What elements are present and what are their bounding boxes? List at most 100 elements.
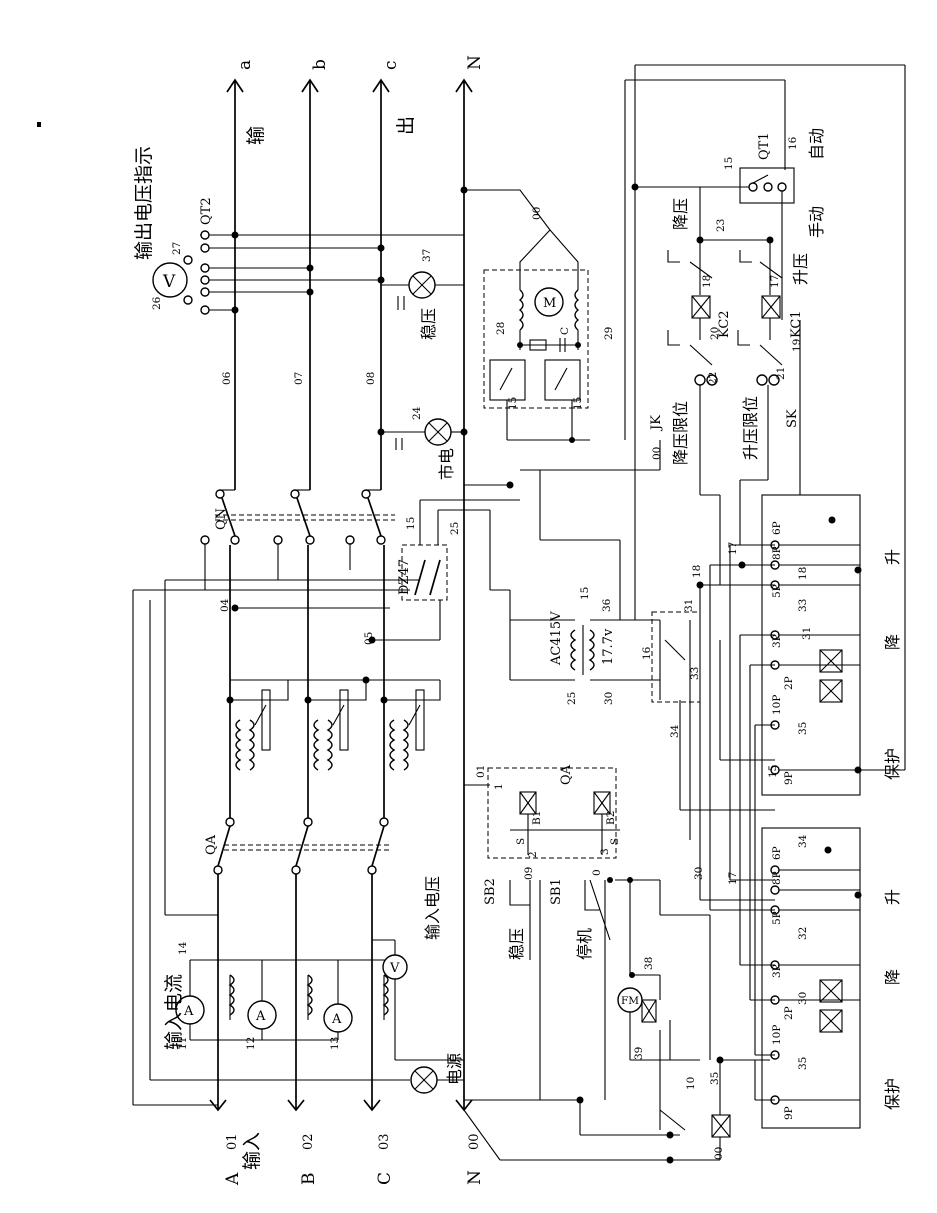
wire-03: 03 — [377, 1133, 392, 1150]
wn-17-c: 17 — [727, 872, 739, 885]
output-label-2: 出 — [395, 116, 417, 135]
input-voltmeter: V — [372, 939, 464, 1061]
wn-35-a: 35 — [797, 722, 809, 735]
wn-12: 12 — [245, 1037, 257, 1050]
up-limit-label: 升压限位 — [741, 396, 760, 460]
label-KC1: KC1 — [789, 310, 804, 338]
wn-05: 05 — [363, 632, 375, 645]
wn-18-b: 18 — [701, 275, 713, 288]
input-label: 输入 — [241, 1132, 263, 1170]
wn-1: 1 — [493, 783, 505, 790]
wn-00: 00 — [531, 207, 543, 220]
wn-10: 10 — [685, 1077, 697, 1090]
wn-19: 19 — [791, 339, 803, 352]
lower-lower-label: 降 — [883, 969, 902, 985]
wn-0: 0 — [591, 869, 603, 876]
protect-lower-label: 保护 — [883, 1078, 902, 1110]
phase-lines — [217, 78, 473, 1110]
stabilize-lamp — [381, 271, 464, 310]
JK-relay — [651, 611, 701, 703]
pin-8P: 8P — [771, 546, 783, 560]
wn-18-a: 18 — [691, 565, 703, 578]
mains-lamp — [377, 418, 468, 450]
wn-24: 24 — [411, 406, 423, 420]
wn-35-b: 35 — [797, 1057, 809, 1070]
svg-text:A: A — [183, 1004, 194, 1019]
pin-6P: 6P — [771, 521, 783, 535]
label-17-7v: 17.7v — [601, 628, 616, 665]
terminal-C: C — [375, 1172, 395, 1185]
wn-35-c: 35 — [709, 1072, 721, 1085]
label-JK: JK — [649, 415, 664, 432]
protection-relay-lower — [761, 827, 862, 1129]
control-buttons: FM — [463, 877, 770, 1164]
power-lamp — [150, 1066, 464, 1094]
wn-15-r1: 15 — [767, 765, 779, 778]
wire-00: 00 — [467, 1133, 482, 1150]
wn-13: 13 — [329, 1037, 341, 1050]
protect-upper-label: 保护 — [883, 748, 902, 780]
label-SK: SK — [785, 409, 800, 428]
pin-9P: 9P — [783, 771, 795, 785]
stabilize-lamp-label: 稳压 — [419, 308, 438, 340]
wn-00-jk: 00 — [651, 447, 663, 460]
wn-04: 04 — [219, 598, 231, 612]
wn-15-m1: 15 — [507, 397, 519, 410]
pin-3P-lower: 3P — [771, 964, 783, 978]
arrow-N — [455, 78, 473, 93]
wn-39: 39 — [633, 1047, 645, 1060]
wn-37: 37 — [421, 249, 433, 262]
auto-label: 自动 — [807, 128, 826, 160]
wn-15-qt1: 15 — [723, 157, 735, 170]
terminal-A: A — [223, 1172, 243, 1186]
regulator-transformers — [226, 545, 441, 790]
ammeter-1: A — [175, 995, 205, 1025]
wn-17-a: 17 — [727, 542, 739, 555]
terminal-a: a — [235, 60, 255, 70]
pin-10P-lower: 10P — [771, 1025, 783, 1045]
label-B1: B1 — [531, 811, 543, 825]
wn-33-b: 33 — [797, 599, 809, 612]
in-current-label: 输入电流 — [163, 974, 185, 1050]
arrow-b — [301, 78, 319, 93]
wn-36: 36 — [601, 598, 613, 612]
wn-00-c: 00 — [713, 1147, 725, 1160]
label-S1: S — [515, 838, 527, 845]
wn-07: 07 — [293, 372, 305, 385]
wn-11: 11 — [177, 1037, 189, 1050]
arrow-c — [372, 78, 390, 93]
terminal-N-out: N — [465, 55, 485, 70]
label-KC2: KC2 — [717, 310, 732, 338]
input-arrows — [209, 1099, 473, 1112]
wn-06: 06 — [221, 371, 233, 385]
wn-28: 28 — [495, 322, 507, 335]
wn-17-b: 17 — [769, 275, 781, 288]
label-QN: QN — [214, 508, 229, 530]
label-QT1: QT1 — [757, 132, 772, 160]
out-voltage-label: 输出电压指示 — [133, 146, 155, 260]
output-voltmeter: V — [152, 186, 468, 315]
pin-3P: 3P — [771, 634, 783, 648]
QA-breaker — [213, 790, 390, 875]
wn-3: 3 — [599, 848, 611, 855]
pin-5P-lower: 5P — [771, 911, 783, 925]
svg-text:A: A — [255, 1009, 266, 1024]
wn-20: 20 — [709, 327, 721, 340]
wire-01: 01 — [225, 1133, 240, 1150]
label-SB2: SB2 — [483, 878, 498, 905]
svg-text:M: M — [543, 296, 556, 311]
label-B2: B2 — [605, 811, 617, 825]
down-limit-label: 降压限位 — [671, 401, 690, 465]
relay-wiring — [679, 544, 775, 1101]
label-QA: QA — [204, 834, 219, 855]
label-S2: S — [609, 838, 621, 845]
label-DZ47: DZ47 — [397, 559, 412, 595]
wire-02: 02 — [301, 1133, 316, 1150]
output-label: 输 — [245, 126, 267, 145]
raise-upper-label: 升 — [883, 549, 902, 565]
wn-08: 08 — [365, 372, 377, 385]
power-label: 电源 — [445, 1053, 464, 1085]
wn-15-dz: 15 — [405, 517, 417, 530]
mains-label: 市电 — [437, 448, 456, 480]
